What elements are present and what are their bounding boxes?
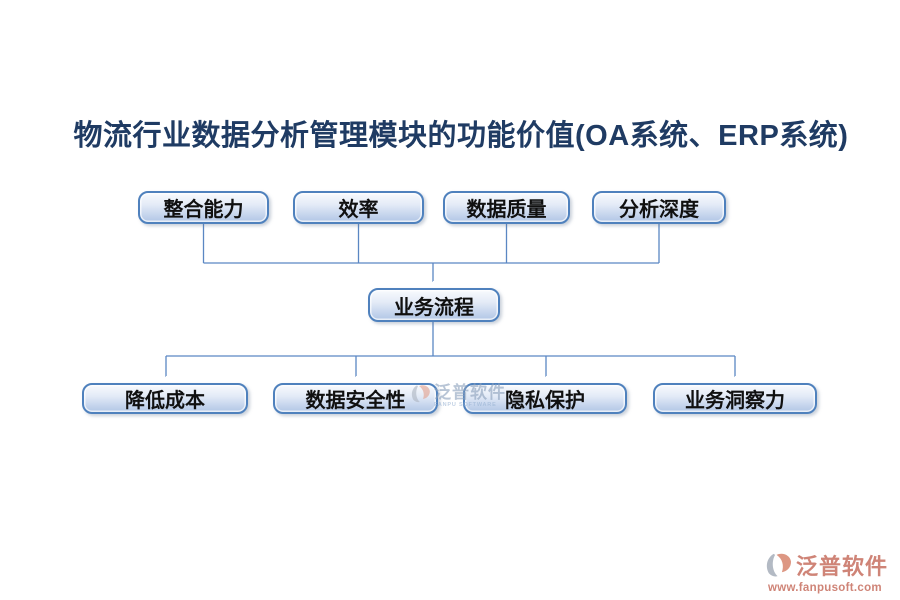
node-analysis-depth: 分析深度 bbox=[592, 191, 726, 224]
node-label: 分析深度 bbox=[619, 199, 699, 221]
fanpu-logo-icon bbox=[766, 553, 792, 576]
watermark-brand: 泛普软件 bbox=[796, 554, 889, 579]
node-business-process: 业务流程 bbox=[368, 288, 500, 322]
node-label: 降低成本 bbox=[125, 390, 205, 412]
node-data-quality: 数据质量 bbox=[443, 191, 570, 224]
node-label: 数据安全性 bbox=[305, 390, 406, 412]
node-efficiency: 效率 bbox=[293, 191, 424, 224]
watermark-corner: 泛普软件 www.fanpusoft.com bbox=[763, 549, 888, 594]
node-business-insight: 业务洞察力 bbox=[653, 383, 817, 414]
page-title: 物流行业数据分析管理模块的功能价值(OA系统、ERP系统) bbox=[73, 120, 849, 152]
node-label: 数据质量 bbox=[466, 199, 547, 221]
node-integration-ability: 整合能力 bbox=[138, 191, 269, 224]
watermark-url: www.fanpusoft.com bbox=[768, 582, 882, 594]
node-label: 隐私保护 bbox=[505, 390, 585, 412]
node-cost-reduction: 降低成本 bbox=[82, 383, 248, 414]
node-label: 整合能力 bbox=[163, 199, 244, 221]
node-label: 效率 bbox=[338, 199, 379, 221]
node-data-security: 数据安全性 bbox=[273, 383, 438, 414]
node-label: 业务流程 bbox=[394, 296, 474, 319]
node-privacy-protection: 隐私保护 bbox=[463, 383, 627, 414]
node-label: 业务洞察力 bbox=[685, 390, 785, 412]
